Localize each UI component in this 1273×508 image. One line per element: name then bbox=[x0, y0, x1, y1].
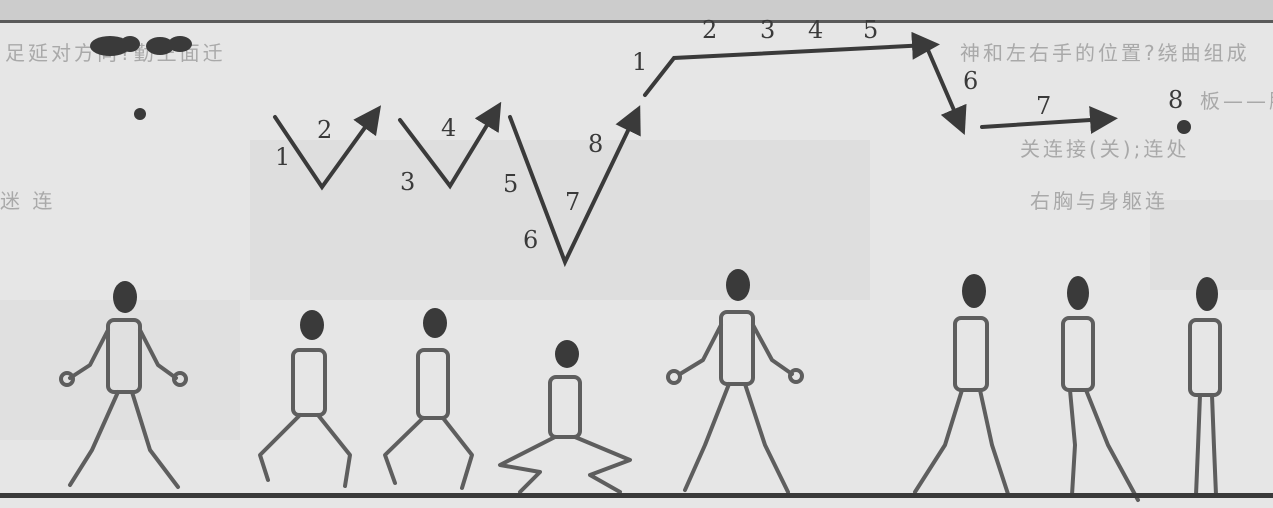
final-arrow-icon bbox=[982, 119, 1106, 127]
drop-arrow-icon bbox=[928, 50, 960, 124]
label-v3-8: 8 bbox=[588, 130, 603, 158]
label-r8: 8 bbox=[1168, 86, 1183, 114]
stick-figure-icon bbox=[500, 340, 630, 492]
label-v3-6: 6 bbox=[523, 226, 538, 254]
label-r5: 5 bbox=[863, 16, 878, 44]
stick-figure-icon bbox=[915, 274, 1008, 494]
label-v3-5: 5 bbox=[503, 170, 518, 198]
label-v1-right: 2 bbox=[317, 116, 332, 144]
stick-figure-icon bbox=[1063, 276, 1138, 500]
label-v2-left: 3 bbox=[400, 168, 415, 196]
start-dot bbox=[134, 108, 146, 120]
bg-text-line5: 右胸与身躯连 bbox=[1030, 189, 1168, 213]
bg-text-line6: 迷 连 bbox=[0, 189, 55, 213]
stick-figure-icon bbox=[385, 308, 472, 488]
bg-text-line3: 板——脱 bbox=[1200, 89, 1273, 113]
label-r3: 3 bbox=[760, 16, 775, 44]
label-r1: 1 bbox=[632, 48, 647, 76]
stick-figure-icon bbox=[260, 310, 350, 486]
stick-figure-icon bbox=[668, 269, 802, 492]
label-r4: 4 bbox=[808, 16, 823, 44]
label-r6: 6 bbox=[963, 67, 978, 95]
bg-text-line2: 神和左右手的位置?绕曲组成 bbox=[960, 41, 1250, 65]
label-v3-7: 7 bbox=[565, 188, 580, 216]
stick-figure-icon bbox=[1190, 277, 1220, 495]
label-v2-right: 4 bbox=[441, 114, 456, 142]
travel-arrow-icon bbox=[645, 45, 928, 95]
label-v1-left: 1 bbox=[275, 143, 290, 171]
label-r7: 7 bbox=[1036, 92, 1051, 120]
ground-line bbox=[0, 493, 1273, 498]
label-r2: 2 bbox=[702, 16, 717, 44]
end-dot bbox=[1177, 120, 1191, 134]
bg-text-line4: 关连接(关);连处 bbox=[1020, 137, 1189, 161]
